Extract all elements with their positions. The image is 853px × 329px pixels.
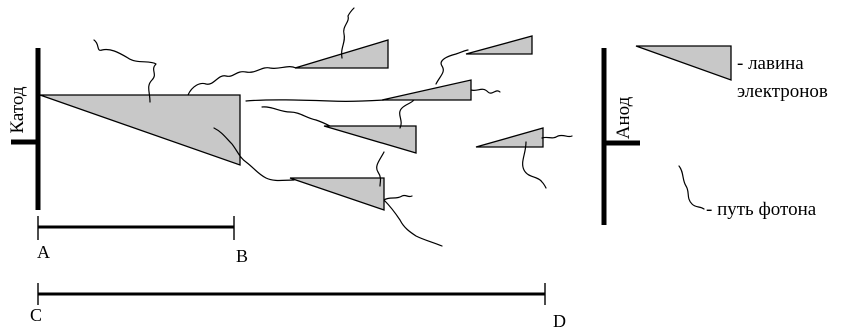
legend-avalanche-symbol [635, 45, 732, 81]
photon-path-8 [213, 127, 295, 182]
secondary-avalanche-4 [323, 125, 417, 154]
cathode-label: Катод [7, 86, 28, 133]
photon-path-7 [261, 106, 331, 127]
segment-ab [37, 216, 235, 240]
photon-path-2 [187, 65, 297, 96]
photon-path-10 [376, 151, 385, 187]
point-b-label: B [236, 246, 248, 266]
photon-path-13 [383, 194, 413, 201]
photon-path-3 [340, 7, 355, 59]
secondary-avalanche-3 [381, 79, 472, 101]
photon-path-9 [399, 99, 415, 129]
photon-path-12 [541, 134, 573, 139]
photon-path-5 [435, 49, 469, 85]
photon-path-1 [93, 39, 157, 103]
photon-path-11 [522, 141, 547, 189]
secondary-avalanche-2 [465, 35, 533, 55]
photon-paths [93, 7, 573, 247]
legend-avalanche-label-1: - лавина [737, 53, 804, 74]
point-a-label: A [37, 242, 50, 262]
point-d-label: D [553, 311, 566, 329]
legend-photon-symbol [678, 165, 705, 210]
secondary-avalanche-5 [475, 127, 544, 148]
photon-path-6 [470, 88, 501, 94]
segment-cd [37, 283, 546, 305]
anode-electrode [601, 48, 640, 225]
photon-path-4 [245, 99, 385, 103]
photon-path-14 [383, 199, 443, 247]
primary-avalanche [39, 94, 241, 166]
anode-label: Анод [613, 96, 634, 139]
cathode-electrode [11, 48, 41, 210]
legend: - лавина электронов - путь фотона [635, 45, 828, 220]
legend-avalanche-label-2: электронов [737, 81, 828, 102]
legend-photon-label: - путь фотона [706, 199, 817, 220]
point-c-label: C [30, 305, 42, 325]
secondary-avalanche-6 [289, 177, 385, 211]
